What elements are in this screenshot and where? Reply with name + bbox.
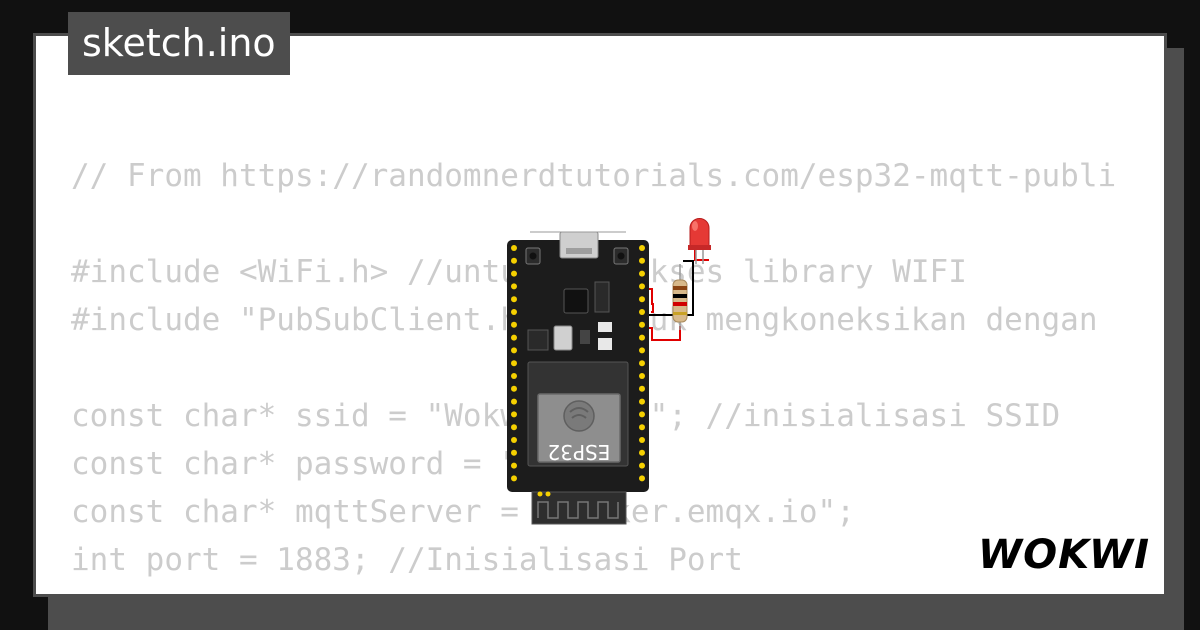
header-pin (537, 491, 543, 497)
header-pin (639, 437, 645, 443)
header-pin (639, 334, 645, 341)
circuit-preview: ESP32 (507, 218, 711, 525)
header-pin (511, 373, 517, 379)
header-pin (511, 462, 517, 469)
header-pin (511, 347, 517, 354)
file-tab[interactable]: sketch.ino (68, 12, 290, 75)
header-pin (639, 245, 645, 251)
header-pin (511, 257, 517, 264)
header-pin (639, 257, 645, 264)
header-pin (511, 283, 517, 290)
wokwi-logo: WOKWI (978, 532, 1150, 576)
header-pin (639, 385, 645, 392)
header-pin (511, 424, 517, 431)
header-pin (639, 360, 645, 367)
esp32-chip-label: ESP32 (548, 440, 611, 464)
code-line: // From https://randomnerdtutorials.com/… (71, 158, 1117, 194)
code-line: int port = 1883; //Inisialisasi Port (71, 542, 743, 578)
header-pin (639, 411, 645, 418)
header-pin (639, 321, 645, 328)
red-led[interactable] (688, 218, 711, 265)
wire-red-lower (644, 326, 681, 341)
code-line: String stMac; (71, 584, 1135, 594)
wire-red-led (694, 250, 709, 261)
header-pin (639, 309, 645, 315)
header-pin (639, 373, 645, 379)
header-pin (511, 321, 517, 328)
header-pin (511, 437, 517, 443)
header-pin (511, 270, 517, 277)
header-pin (639, 475, 645, 482)
header-pin (511, 245, 517, 251)
header-pin (639, 424, 645, 431)
header-pin (639, 398, 645, 405)
header-pin (511, 296, 517, 303)
header-pin (639, 449, 645, 456)
code-editor: // From https://randomnerdtutorials.com/… (71, 152, 1135, 594)
header-pin (545, 491, 551, 497)
header-pin (511, 398, 517, 405)
header-pin (511, 411, 517, 418)
esp32-board[interactable]: ESP32 (507, 231, 649, 525)
wokwi-logo-text: WOKWI (978, 532, 1150, 576)
header-pin (511, 360, 517, 367)
pin-headers (511, 245, 645, 497)
header-pin (639, 296, 645, 303)
header-pin (511, 449, 517, 456)
header-pin (639, 270, 645, 277)
header-pin (639, 347, 645, 354)
wire-black (644, 260, 694, 316)
header-pin (511, 475, 517, 482)
header-pin (639, 462, 645, 469)
code-line: const char* password = ""; (71, 446, 557, 482)
header-pin (511, 334, 517, 341)
resistor[interactable] (672, 264, 688, 330)
wire-red-upper (644, 288, 654, 313)
file-tab-label: sketch.ino (82, 21, 276, 65)
header-pin (639, 283, 645, 290)
header-pin (511, 385, 517, 392)
header-pin (511, 309, 517, 315)
